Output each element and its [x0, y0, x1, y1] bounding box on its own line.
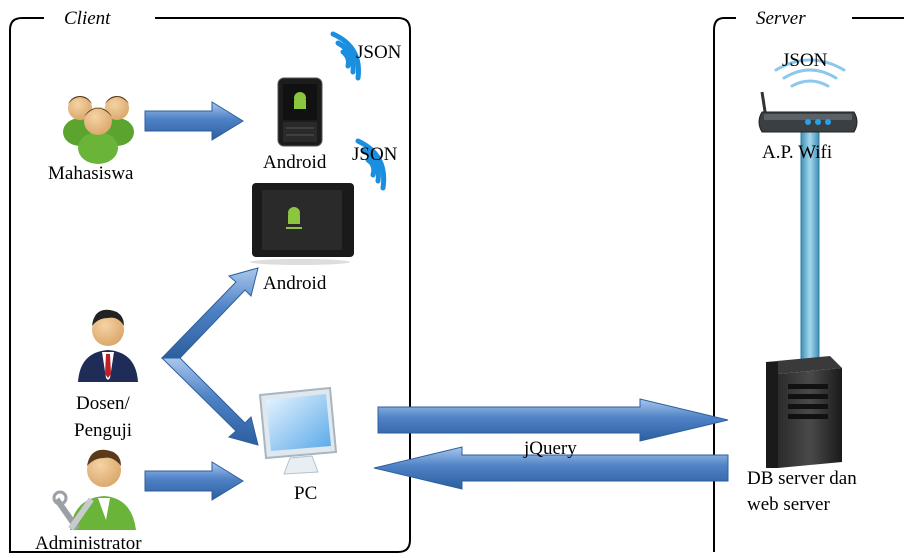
mahasiswa-label: Mahasiswa — [48, 163, 134, 184]
android-tablet-icon — [250, 183, 354, 265]
db-server-label-line2: web server — [747, 494, 830, 515]
db-server-label-line1: DB server dan — [747, 468, 857, 489]
wifi-signal-ap-icon — [774, 58, 846, 88]
arrow-dosen-tablet — [160, 267, 259, 359]
access-point-label: A.P. Wifi — [762, 142, 833, 163]
administrator-label: Administrator — [35, 533, 142, 554]
dosen-label-line2: Penguji — [74, 420, 133, 441]
wifi-signal-phone-icon — [330, 31, 361, 81]
client-title: Client — [64, 8, 111, 29]
android-phone-label: Android — [263, 152, 327, 173]
mahasiswa-group-icon — [63, 96, 134, 164]
server-title: Server — [756, 8, 806, 29]
android-phone-icon — [277, 77, 323, 147]
client-boundary — [9, 17, 411, 553]
dosen-label-line1: Dosen/ — [76, 393, 130, 414]
server-boundary — [713, 17, 736, 552]
pc-label: PC — [294, 483, 318, 504]
android-tablet-label: Android — [263, 273, 327, 294]
server-tower-icon — [766, 356, 842, 468]
arrow-pc-server — [377, 398, 729, 442]
jquery-label: jQuery — [524, 438, 577, 459]
access-point-router-icon — [758, 91, 858, 133]
dosen-person-icon — [78, 309, 138, 382]
tablet-json-label: JSON — [352, 144, 398, 165]
arrow-admin-pc — [144, 461, 244, 501]
pc-monitor-icon — [258, 386, 338, 475]
arrow-mahasiswa-android — [144, 101, 244, 141]
arrow-dosen-pc — [160, 357, 259, 446]
administrator-person-icon — [52, 449, 136, 531]
phone-json-label: JSON — [356, 42, 402, 63]
wifi-signal-tablet-icon — [355, 138, 387, 191]
arrow-server-pc — [373, 446, 729, 490]
ap-json-label: JSON — [782, 50, 828, 71]
